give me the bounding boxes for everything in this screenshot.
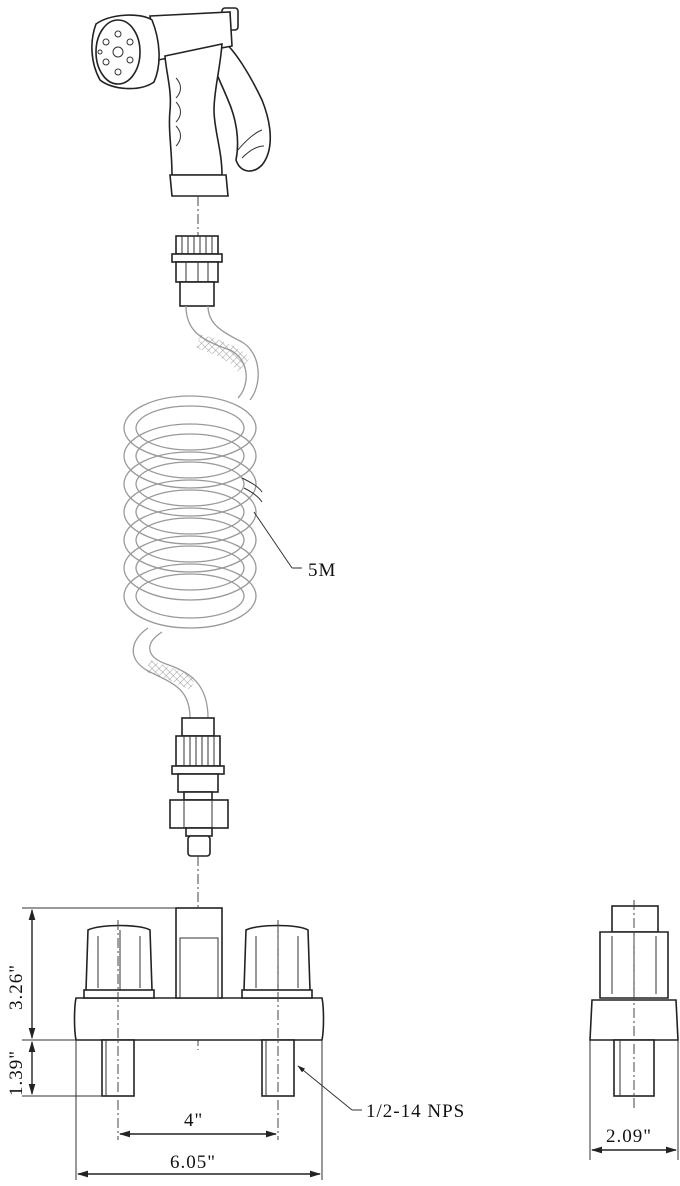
spray-nozzle: [91, 7, 272, 197]
coiled-hose: [123, 305, 263, 719]
upper-hose-connector: [171, 235, 223, 307]
faucet-side-view: [589, 900, 679, 1110]
thread-spec-label: 1/2-14 NPS: [366, 1101, 465, 1122]
dim-overall-width: 6.05": [170, 1152, 216, 1173]
dim-center-spacing: 4": [184, 1110, 203, 1131]
hose-length-label: 5M: [308, 560, 336, 581]
lower-hose-connector: [169, 717, 229, 857]
dim-height-lower: 1.39": [6, 1050, 27, 1096]
dim-height-upper: 3.26": [6, 964, 27, 1010]
dim-side-depth: 2.09": [606, 1126, 652, 1147]
hose-length-leader: [253, 511, 293, 569]
thread-spec-leader: [297, 1065, 353, 1111]
faucet-front-view: [73, 907, 325, 1140]
